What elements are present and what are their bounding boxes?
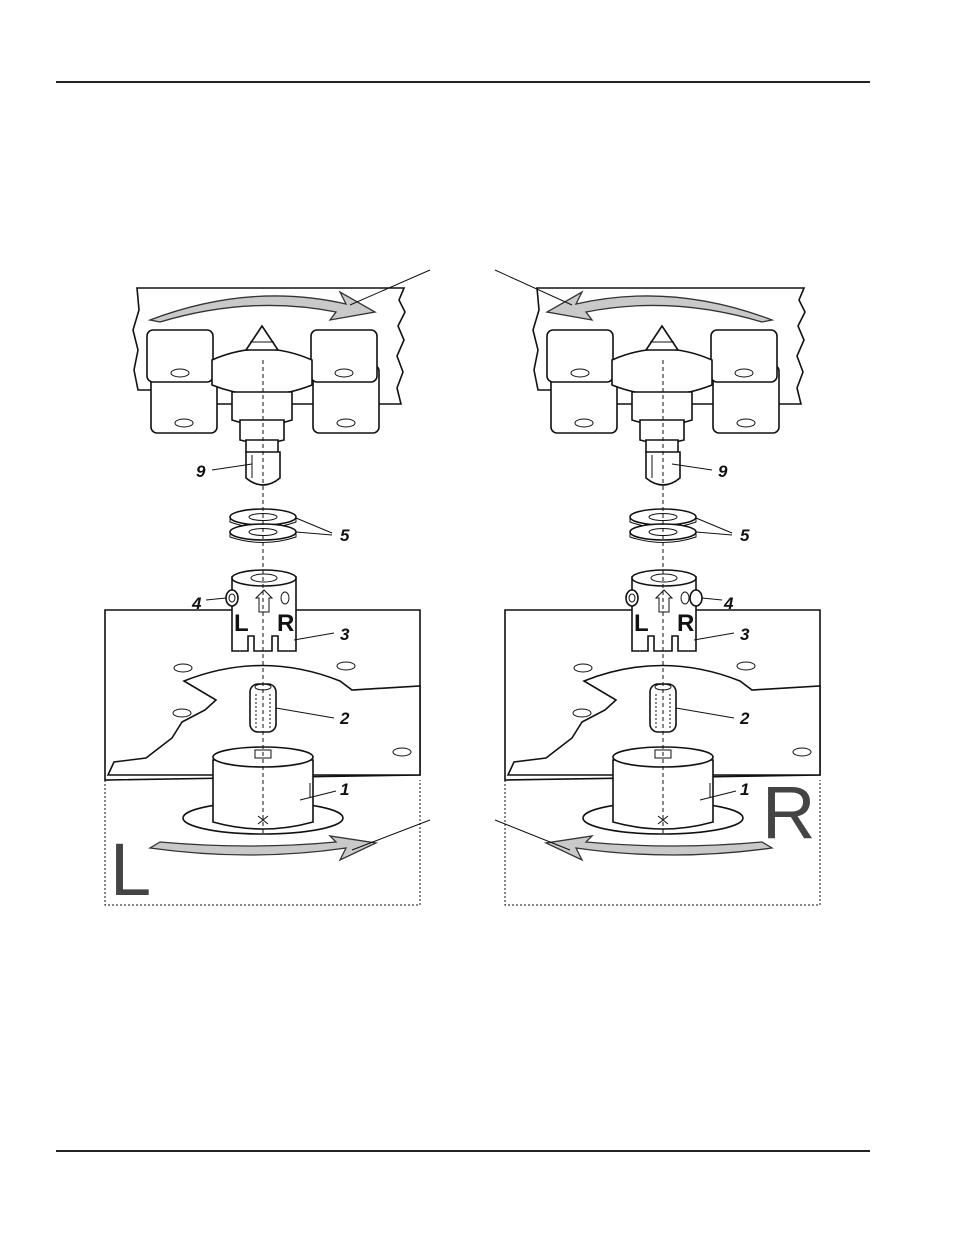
coupler-mark-l-left: L: [234, 610, 249, 637]
callout-3-left: 3: [340, 625, 350, 644]
callout-5-left: 5: [340, 526, 350, 545]
callout-2-left: 2: [339, 709, 350, 728]
callout-4-left: 4: [191, 594, 202, 613]
callout-9-left: 9: [196, 462, 206, 481]
coupler-mark-l-right: L: [634, 610, 649, 637]
callout-3-right: 3: [740, 625, 750, 644]
callout-2-right: 2: [739, 709, 750, 728]
rotation-arrow-lower-right: [546, 836, 772, 860]
left-assembly: [105, 270, 430, 905]
side-letter-right: R: [762, 771, 815, 854]
callout-5-right: 5: [740, 526, 750, 545]
rotation-arrow-lower-left: [150, 836, 376, 860]
coupler-mark-r-left: R: [277, 610, 294, 637]
callout-9-right: 9: [718, 462, 728, 481]
callout-1-left: 1: [340, 780, 349, 799]
coupler-mark-r-right: R: [677, 610, 694, 637]
side-letter-left: L: [110, 828, 151, 911]
callout-1-right: 1: [740, 780, 749, 799]
callout-4-right: 4: [723, 594, 734, 613]
